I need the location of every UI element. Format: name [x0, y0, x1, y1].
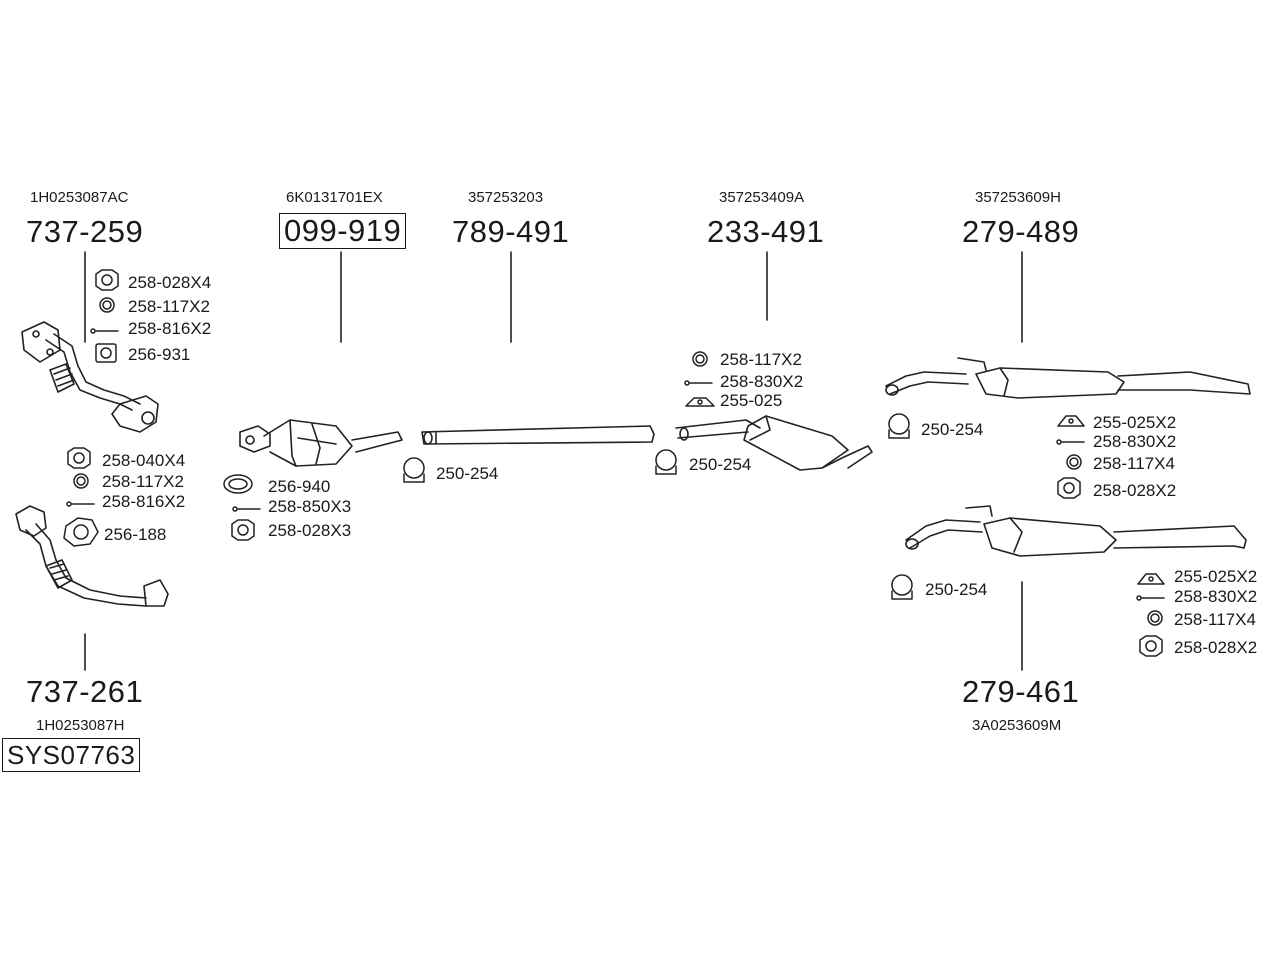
accessory-code[interactable]: 258-850X3 — [268, 497, 352, 516]
bolt-icon — [233, 507, 260, 511]
part-number[interactable]: 737-259 — [26, 214, 144, 249]
oem-code: 3A0253609M — [972, 717, 1062, 734]
center-muffler-drawing — [676, 416, 872, 470]
accessory-code[interactable]: 258-816X2 — [102, 492, 186, 511]
accessory-code[interactable]: 258-028X2 — [1174, 638, 1258, 657]
rubber-hanger-icon — [1138, 574, 1164, 584]
accessory-code[interactable]: 250-254 — [921, 420, 984, 439]
accessory-code[interactable]: 258-117X2 — [128, 297, 210, 316]
accessory-code[interactable]: 258-117X4 — [1174, 610, 1256, 629]
part-number[interactable]: 737-261 — [26, 674, 144, 709]
part-number[interactable]: 233-491 — [707, 214, 825, 249]
accessory-code[interactable]: 258-028X4 — [128, 273, 212, 292]
bolt-icon — [91, 329, 118, 333]
oem-code: 1H0253087AC — [30, 189, 129, 206]
front-pipe-drawing — [22, 322, 158, 432]
oem-code: 357253409A — [719, 189, 805, 206]
bolt-icon — [1137, 596, 1164, 600]
accessory-code[interactable]: 258-117X2 — [720, 350, 802, 369]
accessory-code[interactable]: 258-028X3 — [268, 521, 352, 540]
accessory-code[interactable]: 258-117X4 — [1093, 454, 1175, 473]
part-number[interactable]: 279-489 — [962, 214, 1080, 249]
hex-nut-icon — [68, 448, 90, 468]
washer-ring-icon — [100, 298, 114, 312]
hex-nut-icon — [96, 270, 118, 290]
rubber-hanger-icon — [1058, 416, 1084, 426]
washer-ring-icon — [693, 352, 707, 366]
front-pipe-drawing — [16, 506, 168, 606]
hex-nut-icon — [1140, 636, 1162, 656]
accessory-code[interactable]: 258-028X2 — [1093, 481, 1177, 500]
clamp-icon — [404, 458, 424, 482]
system-code-box[interactable]: SYS07763 — [2, 738, 141, 772]
clamp-icon — [892, 575, 912, 599]
rear-muffler-drawing — [906, 506, 1246, 556]
accessory-code[interactable]: 250-254 — [436, 464, 499, 483]
part-number[interactable]: 789-491 — [452, 214, 570, 249]
accessory-code[interactable]: 250-254 — [925, 580, 988, 599]
accessory-code[interactable]: 255-025X2 — [1174, 567, 1258, 586]
pipe-drawing — [422, 426, 654, 444]
accessory-code[interactable]: 258-830X2 — [1174, 587, 1258, 606]
accessory-code[interactable]: 258-830X2 — [720, 372, 804, 391]
rubber-hanger-icon — [686, 398, 714, 406]
oem-code: 357253609H — [975, 189, 1061, 206]
gasket-ring-icon — [224, 475, 252, 493]
bolt-icon — [67, 502, 94, 506]
accessory-code[interactable]: 258-040X4 — [102, 451, 186, 470]
accessory-code[interactable]: 256-188 — [104, 525, 167, 544]
accessory-code[interactable]: 258-830X2 — [1093, 432, 1177, 451]
accessory-code[interactable]: 255-025X2 — [1093, 413, 1177, 432]
bolt-icon — [1057, 440, 1084, 444]
oem-code: 357253203 — [468, 189, 544, 206]
rear-muffler-drawing — [886, 358, 1250, 398]
accessory-code[interactable]: 258-816X2 — [128, 319, 212, 338]
accessory-code[interactable]: 256-931 — [128, 345, 191, 364]
gasket-square-icon — [96, 344, 116, 362]
washer-ring-icon — [74, 474, 88, 488]
washer-ring-icon — [1067, 455, 1081, 469]
bolt-icon — [685, 381, 712, 385]
part-number[interactable]: 279-461 — [962, 674, 1080, 709]
hex-nut-icon — [232, 520, 254, 540]
oem-code: 6K0131701EX — [286, 189, 383, 206]
catalyst-drawing — [240, 420, 402, 466]
clamp-icon — [656, 450, 676, 474]
gasket-flange-icon — [64, 518, 98, 546]
washer-ring-icon — [1148, 611, 1162, 625]
accessory-code[interactable]: 256-940 — [268, 477, 331, 496]
accessory-code[interactable]: 255-025 — [720, 391, 783, 410]
accessory-code[interactable]: 258-117X2 — [102, 472, 184, 491]
part-number-highlighted[interactable]: 099-919 — [279, 213, 407, 249]
accessory-code[interactable]: 250-254 — [689, 455, 752, 474]
clamp-icon — [889, 414, 909, 438]
oem-code: 1H0253087H — [36, 717, 125, 734]
hex-nut-icon — [1058, 478, 1080, 498]
